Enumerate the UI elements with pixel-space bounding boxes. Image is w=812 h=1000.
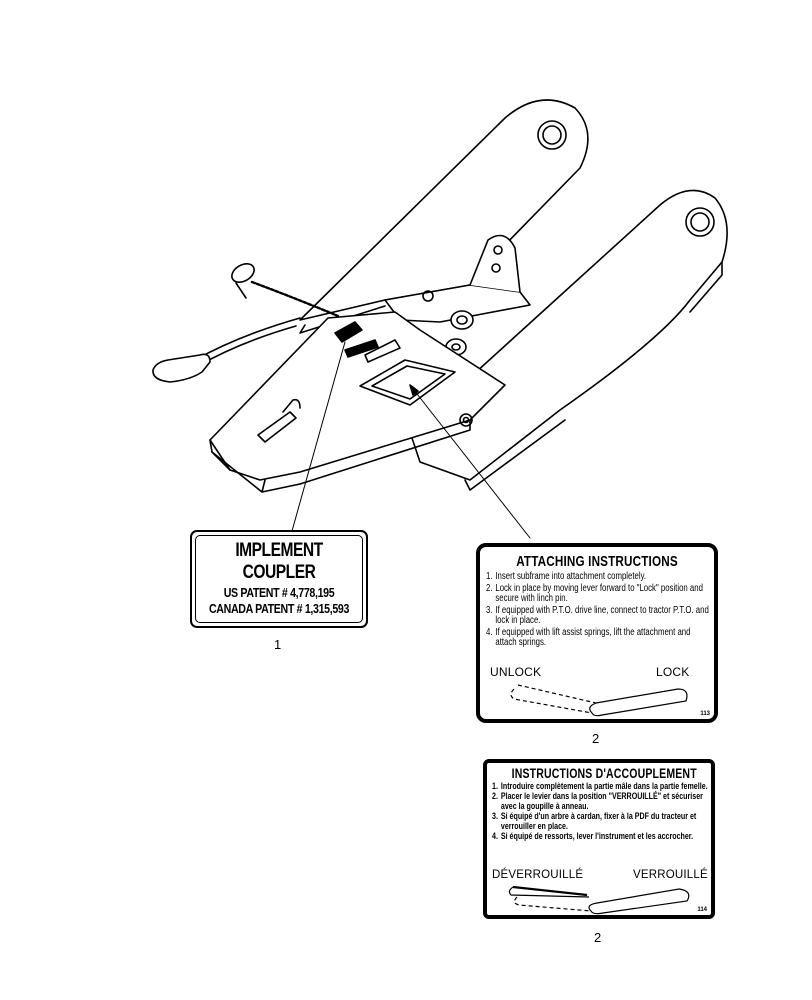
lever-position-icon [510, 684, 688, 717]
decal-3-step: 1.Introduire complètement la partie mâle… [492, 781, 708, 792]
right-arm-hole [685, 207, 715, 237]
step-number: 4. [486, 626, 493, 638]
step-number: 3. [486, 604, 493, 616]
decal-2-step: 3.If equipped with P.T.O. drive line, co… [486, 604, 709, 627]
upper-pin [450, 310, 474, 330]
decal-1-title: IMPLEMENT COUPLER [235, 540, 323, 583]
decal-1-inner-border [195, 535, 363, 623]
callout-number-1: 1 [274, 637, 282, 652]
step-text: Introduire complètement la partie mâle d… [500, 781, 708, 792]
left-arm [299, 99, 589, 321]
leader-line-2 [409, 384, 531, 539]
step-number: 1. [492, 781, 498, 792]
decal-3-step: 2.Placer le levier dans la position "VER… [492, 791, 708, 813]
decal-3-step: 4.Si équipé de ressorts, lever l'instrum… [492, 832, 708, 842]
attaching-instructions-decal: ATTACHING INSTRUCTIONS 1.Insert subframe… [476, 543, 718, 723]
decal-2-steps: 1.Insert subframe into attachment comple… [486, 571, 709, 649]
decal-3-steps: 1.Introduire complètement la partie mâle… [492, 781, 708, 842]
step-number: 2. [486, 582, 493, 594]
instructions-accouplement-decal: INSTRUCTIONS D'ACCOUPLEMENT 1.Introduire… [483, 759, 715, 919]
verrouille-label: VERROUILLÉ [633, 869, 708, 881]
decal-3-code: 114 [697, 907, 707, 913]
step-text: If equipped with P.T.O. drive line, conn… [495, 604, 709, 626]
slot [257, 411, 297, 443]
step-number: 3. [492, 811, 498, 823]
chain [250, 280, 340, 318]
step-text: If equipped with lift assist springs, li… [495, 626, 691, 648]
decal-2-step: 1.Insert subframe into attachment comple… [486, 571, 709, 583]
step-text: Si équipé d'un arbre à cardan, fixer à l… [500, 811, 697, 833]
lever-position-icon [508, 885, 690, 915]
decal-3-title: INSTRUCTIONS D'ACCOUPLEMENT [511, 766, 697, 781]
step-text: Si équipé de ressorts, lever l'instrumen… [500, 831, 694, 843]
unlock-label: UNLOCK [490, 665, 542, 679]
step-number: 2. [492, 791, 498, 803]
decal-2-step: 2.Lock in place by moving lever forward … [486, 582, 709, 605]
deverrouille-label: DÉVERROUILLÉ [492, 869, 584, 881]
step-text: Insert subframe into attachment complete… [495, 571, 647, 582]
lock-label: LOCK [656, 665, 690, 679]
decal-2-step: 4.If equipped with lift assist springs, … [486, 626, 709, 649]
decal-3-step: 3.Si équipé d'un arbre à cardan, fixer à… [492, 812, 708, 832]
canada-patent-text: CANADA PATENT # 1,315,593 [208, 602, 350, 616]
step-text: Placer le levier dans la position "VERRO… [500, 791, 703, 813]
right-arm [409, 189, 728, 481]
us-patent-text: US PATENT # 4,778,195 [223, 586, 335, 600]
step-number: 1. [486, 571, 493, 582]
leader-line-1 [291, 341, 346, 532]
main-plate [209, 311, 506, 481]
callout-number-2a: 2 [592, 731, 600, 746]
callout-number-2b: 2 [594, 930, 602, 945]
step-text: Lock in place by moving lever forward to… [495, 582, 703, 604]
implement-coupler-decal: IMPLEMENT COUPLER US PATENT # 4,778,195 … [190, 530, 368, 628]
linch-pin-ring [231, 263, 255, 283]
step-number: 4. [492, 831, 498, 843]
decal-2-code: 113 [700, 711, 710, 717]
decal-2-title: ATTACHING INSTRUCTIONS [516, 553, 678, 570]
left-arm-hole [537, 120, 567, 150]
